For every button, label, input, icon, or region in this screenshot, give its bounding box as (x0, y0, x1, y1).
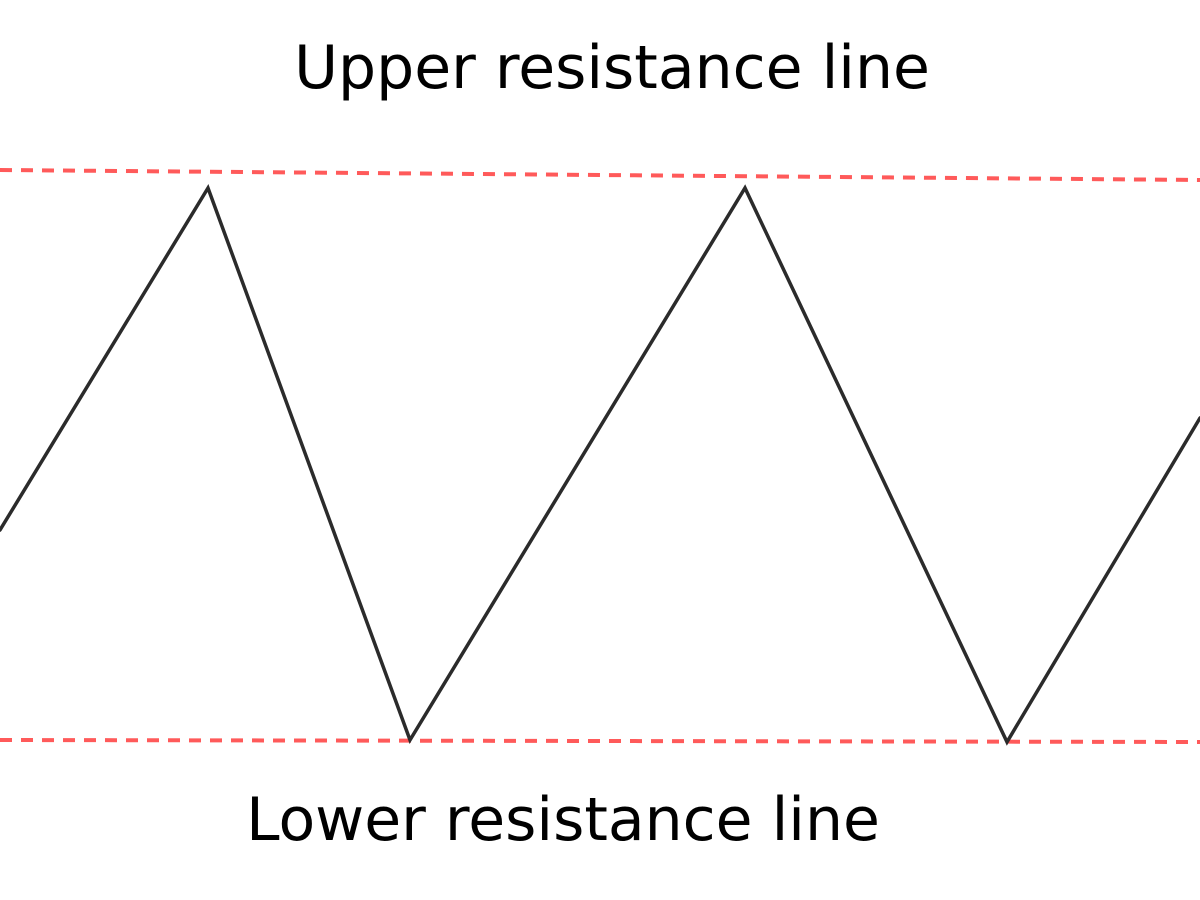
lower-resistance-label: Lower resistance line (246, 785, 880, 855)
upper-resistance-label: Upper resistance line (294, 33, 930, 103)
price-zigzag-line (0, 183, 1200, 746)
upper-resistance-line (0, 168, 1200, 182)
lower-resistance-line (0, 738, 1200, 744)
